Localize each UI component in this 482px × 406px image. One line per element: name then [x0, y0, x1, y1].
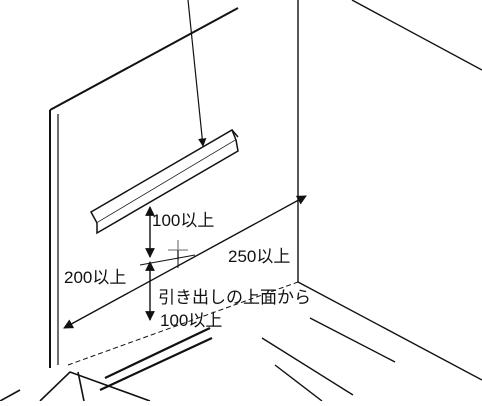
dim-arrow-250 [63, 195, 307, 329]
right-wall-edge [351, 0, 482, 71]
drawer-front [99, 327, 213, 391]
label-bracket-below: 200以上 [64, 268, 126, 287]
label-bracket-above: 100以上 [152, 211, 214, 230]
lower-cabinet [0, 371, 151, 402]
label-from-drawer-line2: 100以上 [160, 311, 222, 330]
counter-lines [261, 281, 482, 402]
label-wall-width: 250以上 [228, 247, 290, 266]
label-from-drawer-line1: 引き出しの上面から [158, 288, 311, 307]
mark-extension-line [139, 254, 196, 266]
wall-panel [49, 7, 239, 368]
leader-arrow [187, 0, 207, 147]
